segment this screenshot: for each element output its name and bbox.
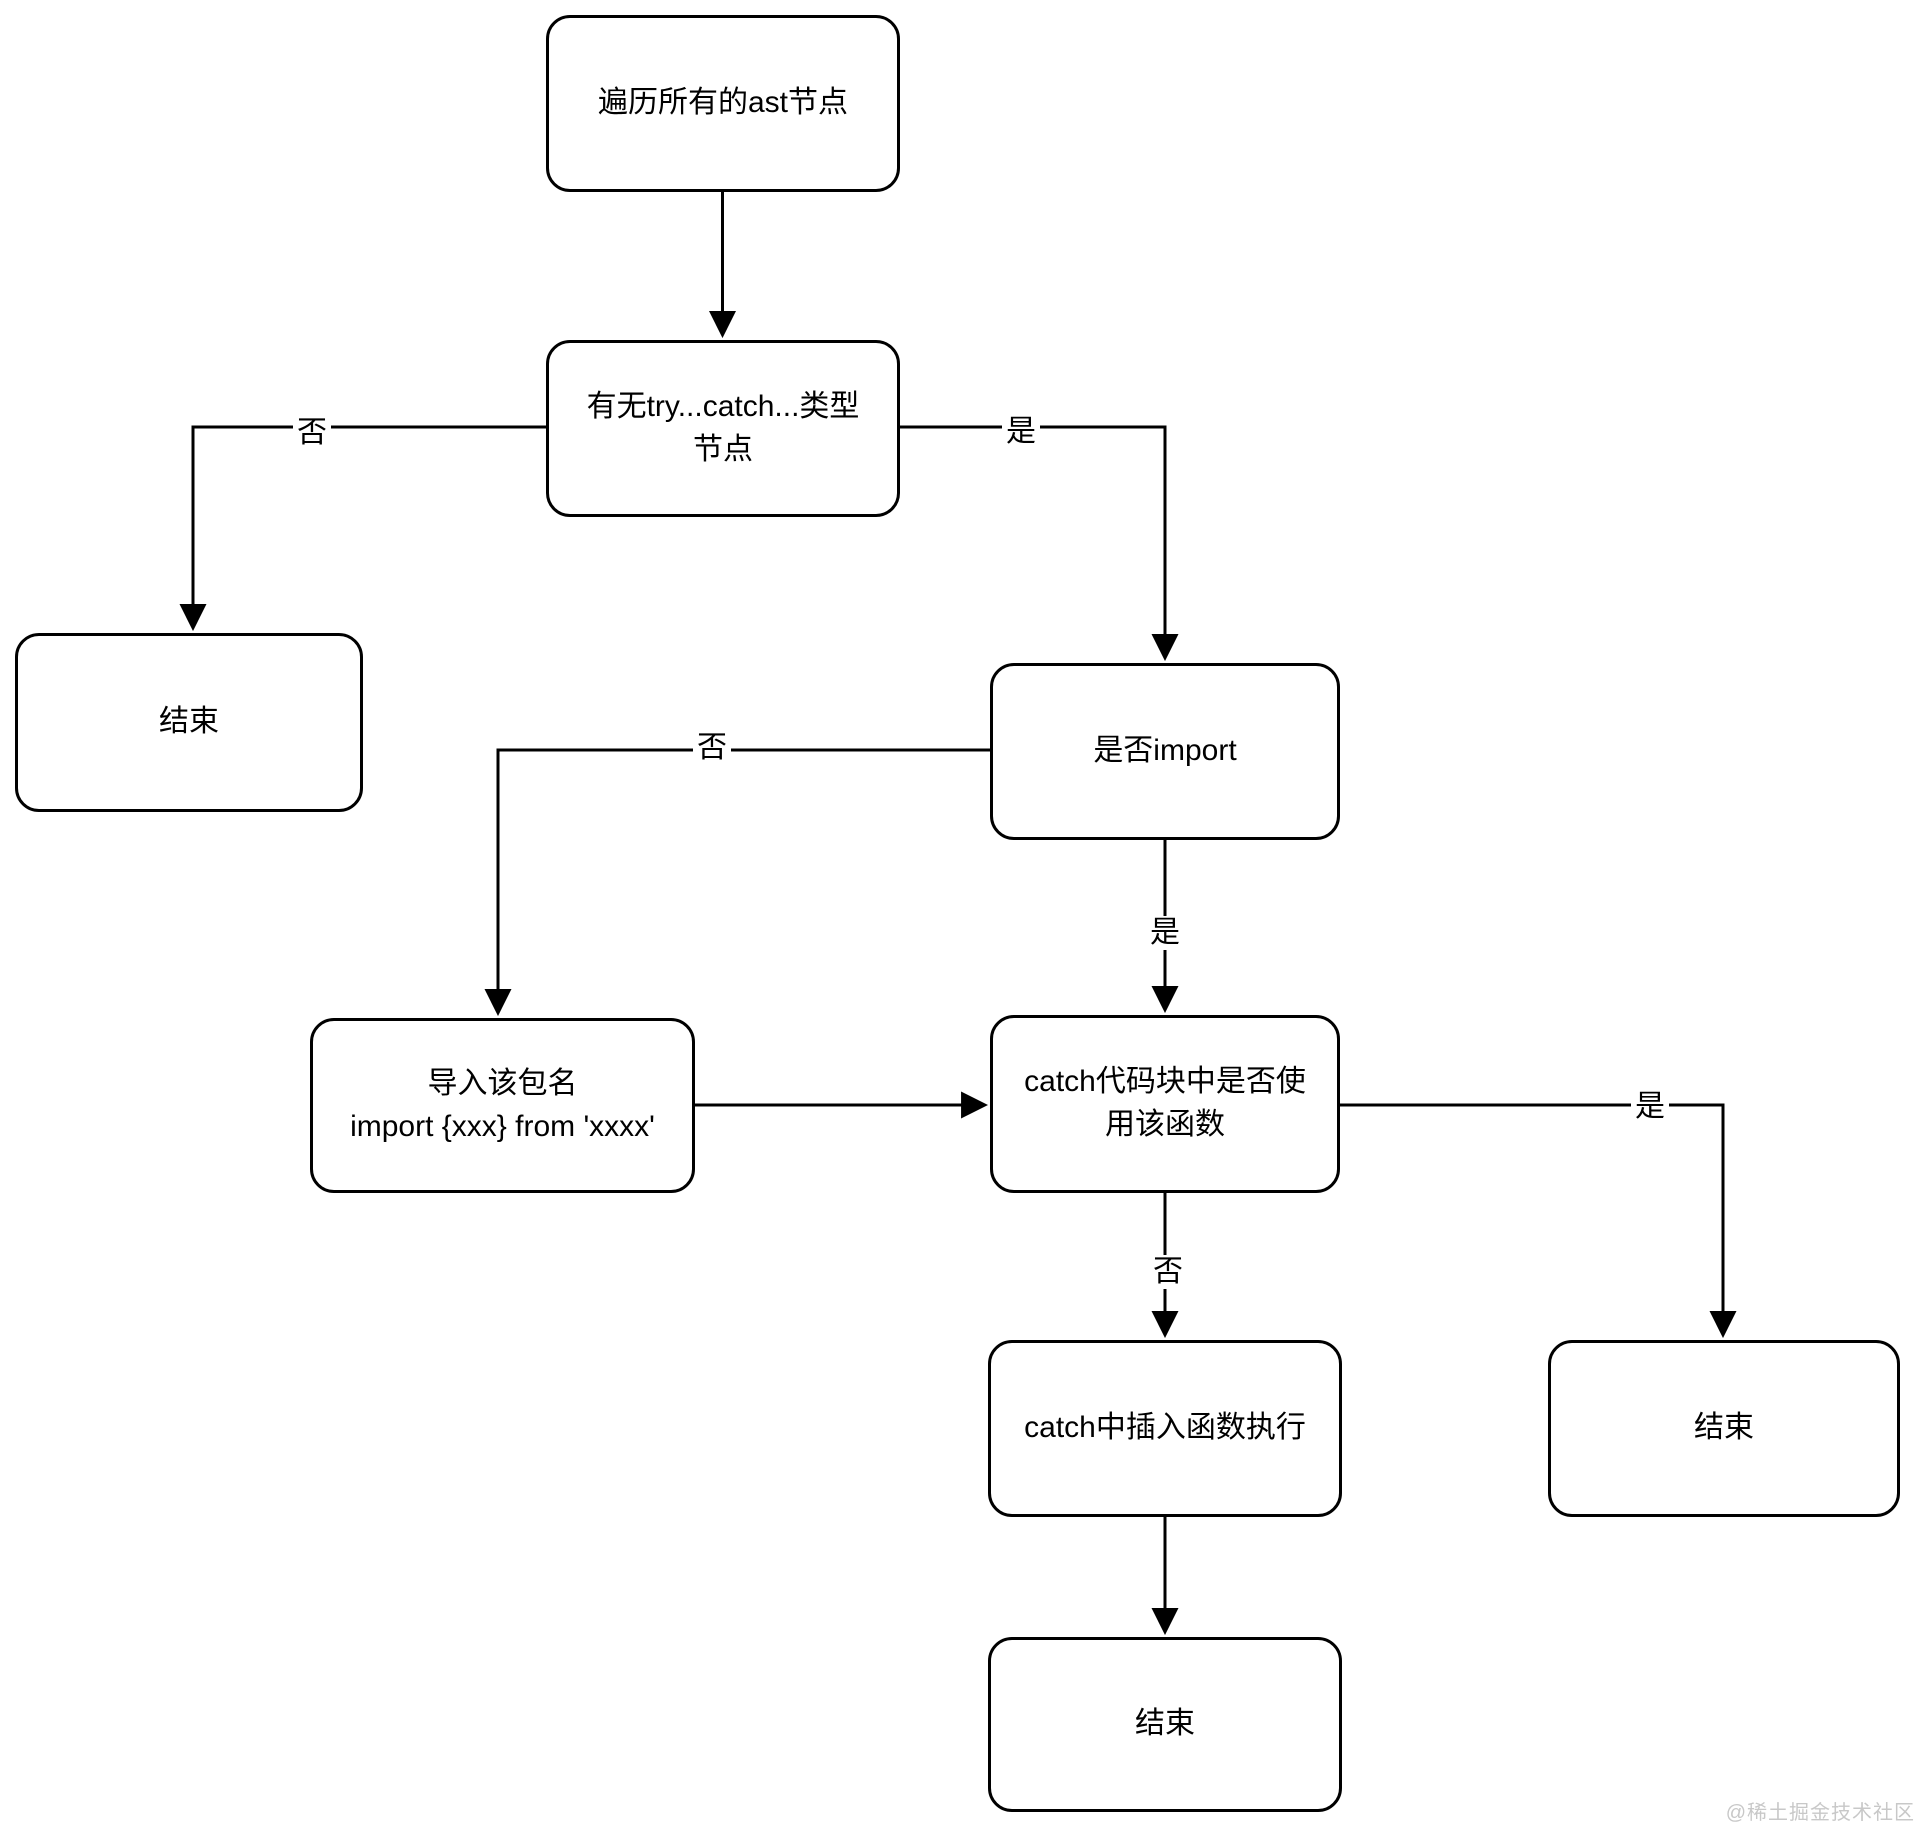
edge-label-yes: 是	[1146, 916, 1184, 950]
node-end-right: 结束	[1548, 1340, 1900, 1517]
edge-label-yes: 是	[1002, 415, 1040, 449]
edge-catchuse-yes-to-end-right	[1340, 1103, 1737, 1339]
text-line: 有无try...catch...类型	[586, 389, 860, 423]
node-end-left: 结束	[15, 633, 363, 812]
node-end-right-label: 结束	[1694, 1411, 1754, 1445]
node-insert-function-in-catch-label: catch中插入函数执行	[1024, 1411, 1306, 1445]
node-import-package: 导入该包名 import {xxx} from 'xxxx'	[310, 1018, 695, 1193]
node-has-trycatch-label: 有无try...catch...类型 节点	[587, 386, 860, 471]
node-traverse-ast-label: 遍历所有的ast节点	[597, 86, 849, 120]
edge-label-no: 否	[293, 416, 331, 450]
node-end-bottom: 结束	[988, 1637, 1342, 1812]
text-line: import {xxx} from 'xxxx'	[350, 1109, 655, 1143]
text-line: 导入该包名	[427, 1066, 578, 1100]
node-is-import: 是否import	[990, 663, 1340, 840]
node-catch-uses-function: catch代码块中是否使 用该函数	[990, 1015, 1340, 1193]
node-import-package-label: 导入该包名 import {xxx} from 'xxxx'	[350, 1063, 655, 1148]
node-traverse-ast: 遍历所有的ast节点	[546, 15, 900, 192]
edge-label-yes: 是	[1631, 1090, 1669, 1124]
edge-label-no: 否	[1149, 1255, 1187, 1289]
node-insert-function-in-catch: catch中插入函数执行	[988, 1340, 1342, 1517]
watermark: @稀土掘金技术社区	[1725, 1802, 1915, 1824]
edge-trycatch-yes-to-import-q	[900, 425, 1179, 662]
text-line: catch代码块中是否使	[1024, 1065, 1306, 1099]
node-catch-uses-function-label: catch代码块中是否使 用该函数	[1024, 1061, 1306, 1146]
node-end-left-label: 结束	[159, 705, 219, 739]
node-end-bottom-label: 结束	[1135, 1707, 1195, 1741]
edge-label-no: 否	[693, 731, 731, 765]
node-has-trycatch: 有无try...catch...类型 节点	[546, 340, 900, 517]
text-line: 用该函数	[1105, 1108, 1225, 1141]
edge-import-no-to-import-pkg	[484, 748, 990, 1017]
edge-trycatch-no-to-end-left	[179, 425, 546, 632]
node-is-import-label: 是否import	[1093, 734, 1237, 768]
text-line: 节点	[693, 432, 753, 466]
